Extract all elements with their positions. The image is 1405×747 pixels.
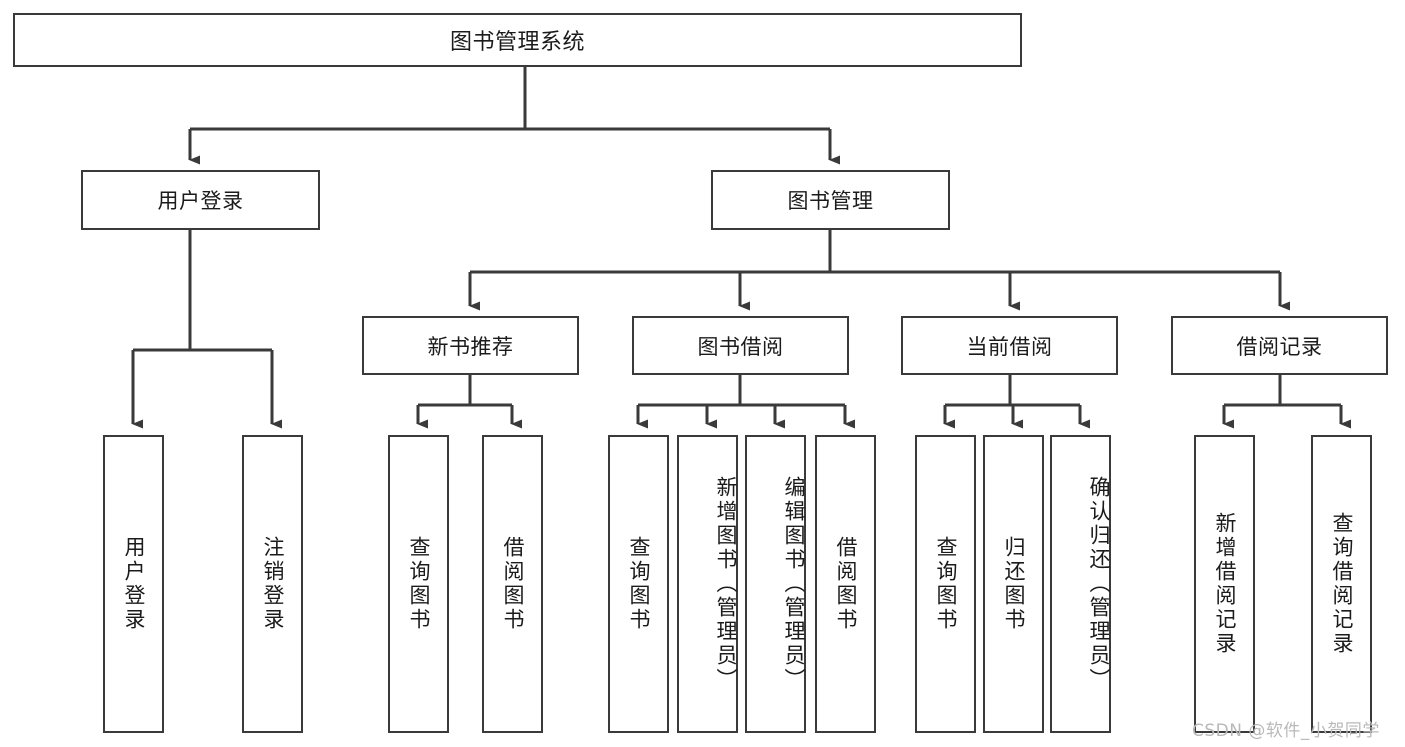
node-label: 借阅图书 bbox=[834, 536, 858, 632]
leaf-edit-book-admin[interactable]: 编辑图书（管理员） bbox=[745, 435, 806, 733]
node-label: 图书借阅 bbox=[697, 334, 784, 359]
node-user-login[interactable]: 用户登录 bbox=[81, 170, 320, 230]
node-label: 用户登录 bbox=[122, 536, 146, 632]
node-book-management[interactable]: 图书管理 bbox=[711, 170, 950, 230]
csdn-watermark: CSDN @软件_小贺同学 bbox=[1192, 721, 1380, 741]
node-label: 注销登录 bbox=[261, 536, 285, 632]
node-label: 图书管理 bbox=[787, 189, 874, 213]
leaf-logout[interactable]: 注销登录 bbox=[242, 435, 303, 733]
node-label: 查询借阅记录 bbox=[1330, 512, 1354, 656]
leaf-confirm-return-admin[interactable]: 确认归还（管理员） bbox=[1050, 435, 1111, 733]
node-label: 查询图书 bbox=[627, 536, 651, 632]
leaf-query-book-current[interactable]: 查询图书 bbox=[915, 435, 976, 733]
leaf-query-borrow-record[interactable]: 查询借阅记录 bbox=[1311, 435, 1372, 733]
node-label: 编辑图书（管理员） bbox=[782, 476, 806, 692]
node-label: 借阅图书 bbox=[501, 536, 525, 632]
node-label: 当前借阅 bbox=[966, 334, 1053, 359]
leaf-add-book-admin[interactable]: 新增图书（管理员） bbox=[677, 435, 738, 733]
node-label: 确认归还（管理员） bbox=[1087, 476, 1111, 692]
leaf-user-login[interactable]: 用户登录 bbox=[103, 435, 164, 733]
node-label: 查询图书 bbox=[934, 536, 958, 632]
leaf-query-book-recommend[interactable]: 查询图书 bbox=[388, 435, 449, 733]
node-label: 归还图书 bbox=[1002, 536, 1026, 632]
leaf-add-borrow-record[interactable]: 新增借阅记录 bbox=[1194, 435, 1255, 733]
leaf-query-book-borrow[interactable]: 查询图书 bbox=[608, 435, 669, 733]
node-new-book-recommend[interactable]: 新书推荐 bbox=[362, 316, 579, 375]
node-label: 图书管理系统 bbox=[449, 30, 585, 55]
node-root-system[interactable]: 图书管理系统 bbox=[13, 13, 1022, 67]
node-current-borrow[interactable]: 当前借阅 bbox=[901, 316, 1118, 375]
node-book-borrow[interactable]: 图书借阅 bbox=[632, 316, 849, 375]
node-label: 新书推荐 bbox=[427, 334, 514, 359]
leaf-borrow-book[interactable]: 借阅图书 bbox=[815, 435, 876, 733]
leaf-borrow-book-recommend[interactable]: 借阅图书 bbox=[482, 435, 543, 733]
node-label: 新增借阅记录 bbox=[1213, 512, 1237, 656]
node-label: 借阅记录 bbox=[1236, 334, 1323, 359]
leaf-return-book[interactable]: 归还图书 bbox=[983, 435, 1044, 733]
node-borrow-record[interactable]: 借阅记录 bbox=[1171, 316, 1388, 375]
node-label: 新增图书（管理员） bbox=[714, 476, 738, 692]
node-label: 用户登录 bbox=[157, 189, 244, 213]
node-label: 查询图书 bbox=[407, 536, 431, 632]
